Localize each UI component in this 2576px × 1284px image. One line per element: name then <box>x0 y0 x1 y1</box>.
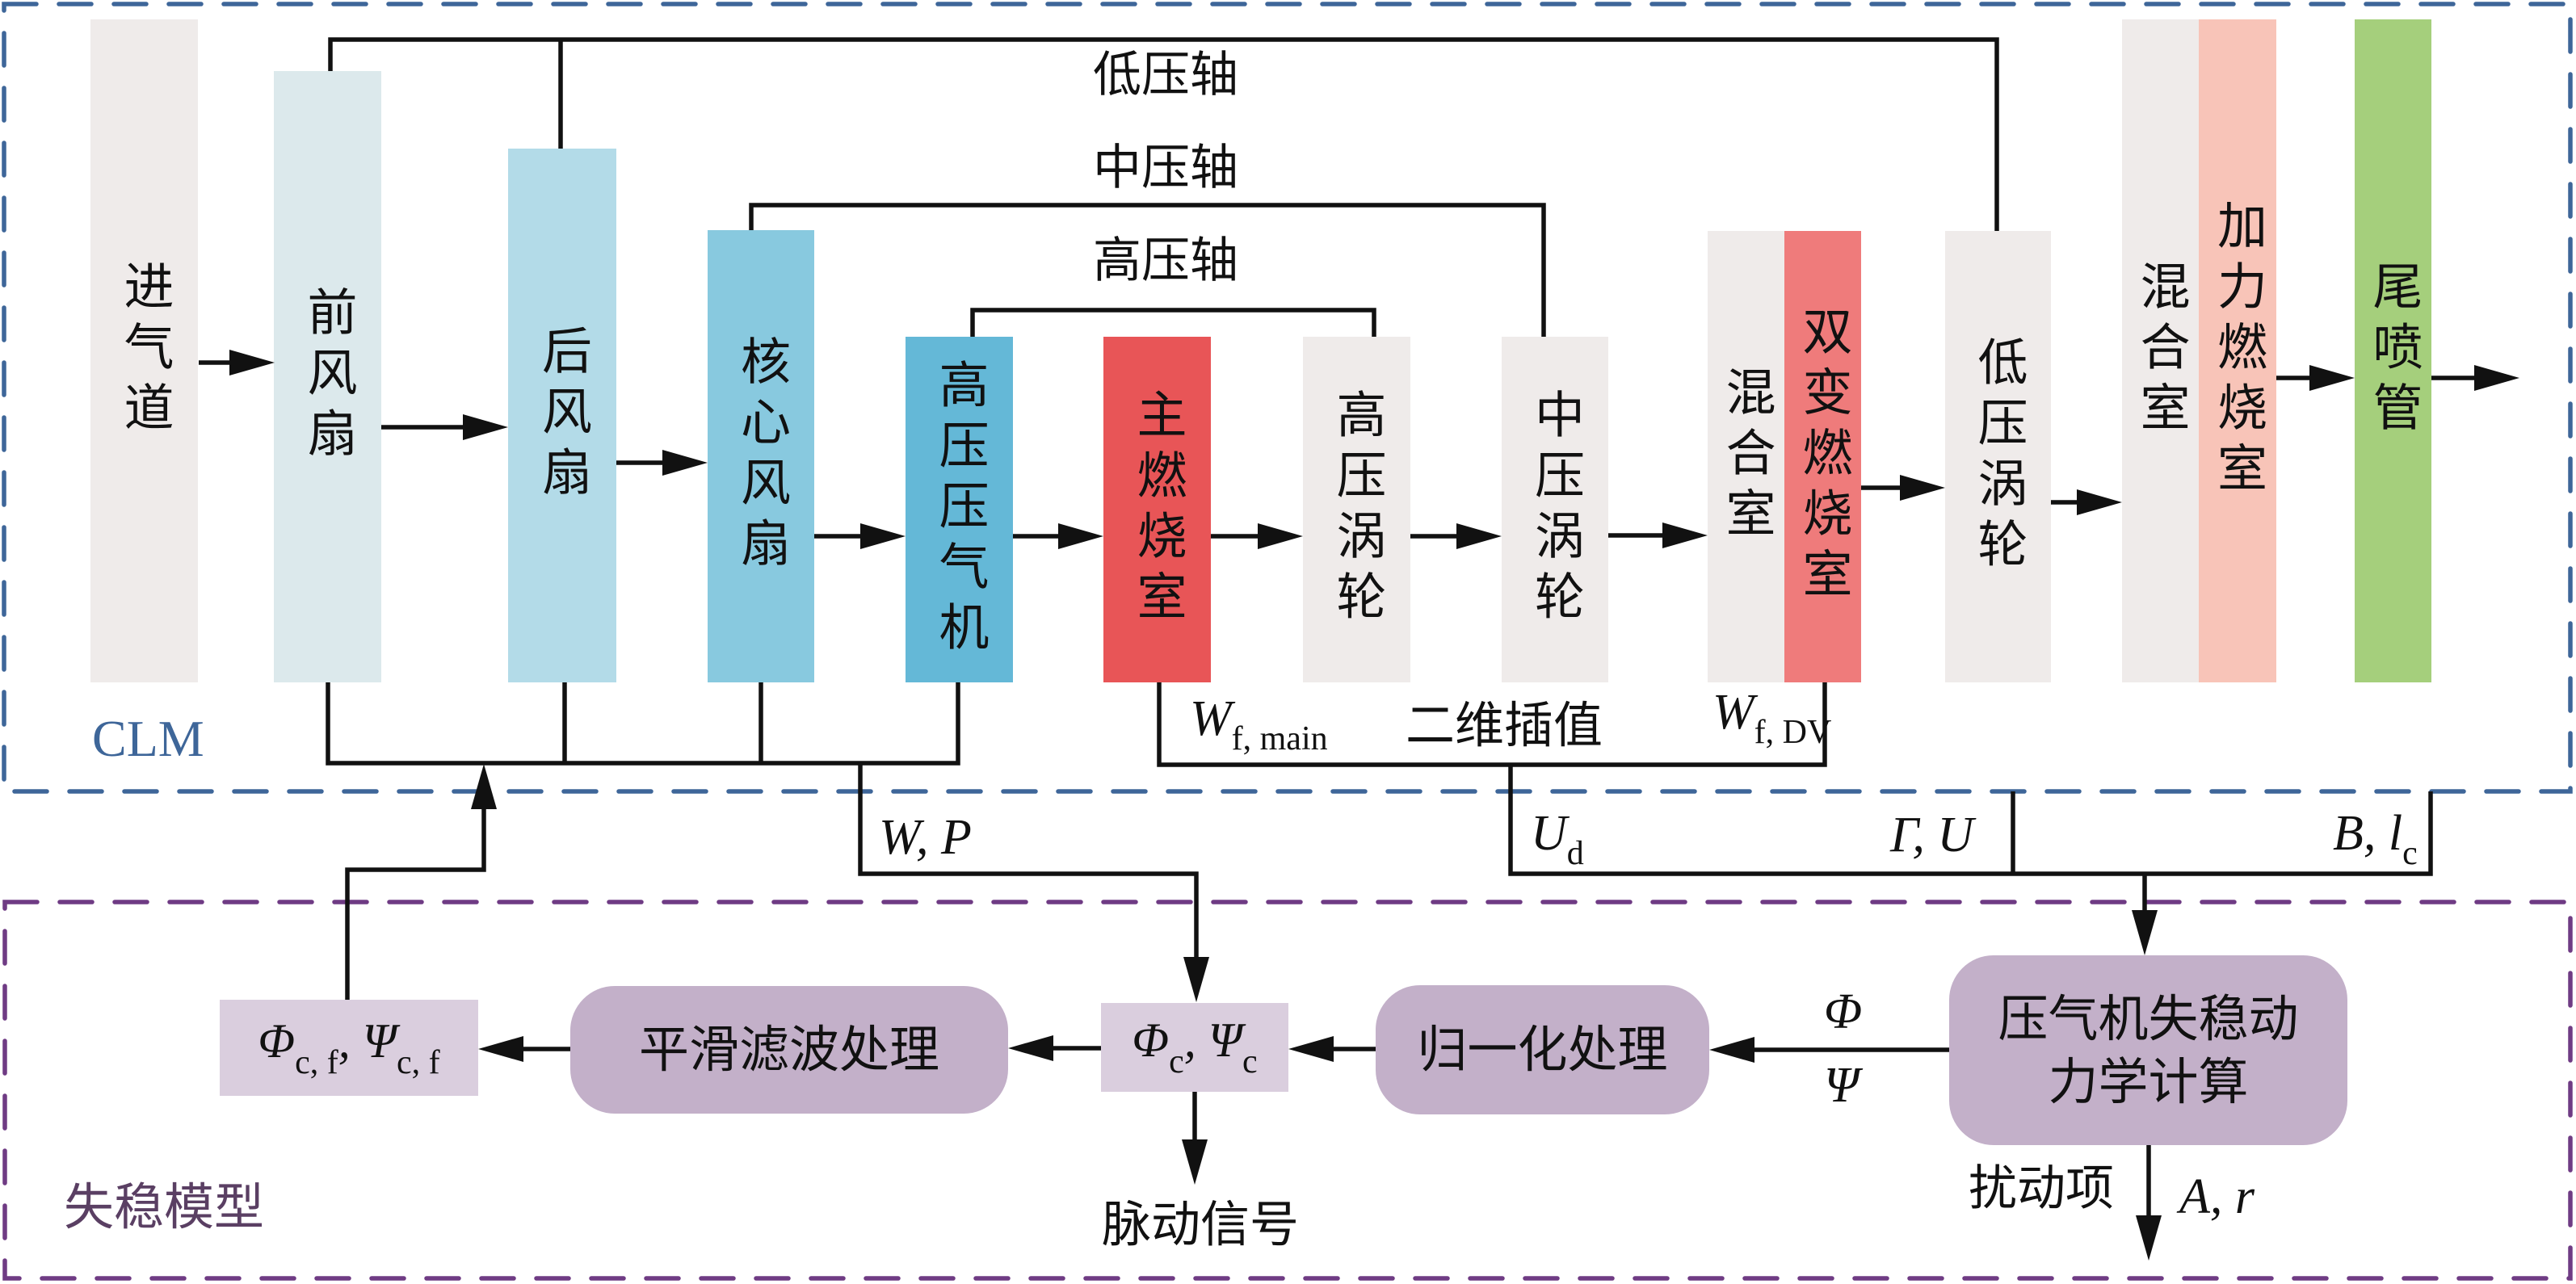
component-main-combustor: 主燃烧室 <box>1103 337 1211 682</box>
fuel-main-symbol: W <box>1190 691 1232 746</box>
component-inlet-label: 进气道 <box>115 260 174 442</box>
component-ip-turbine-label: 中压涡轮 <box>1526 388 1585 631</box>
component-core-fan-label: 核心风扇 <box>732 335 791 577</box>
ip-shaft-line <box>749 203 1546 337</box>
stall-dynamics-box: 压气机失稳动 力学计算 <box>1949 955 2347 1145</box>
fuel-main-label: Wf, main <box>1190 694 1328 756</box>
phi-subscript: c <box>1169 1043 1184 1080</box>
clm-region-label: CLM <box>92 710 204 767</box>
flow-pressure-signal-arrow <box>858 763 1209 1002</box>
interpolation-label: 二维插值 <box>1406 697 1603 754</box>
filtered-output-formula: Φc, f, Ψc, f <box>258 1017 439 1080</box>
component-lp-turbine-label: 低压涡轮 <box>1969 335 2028 578</box>
phi-label: Φ <box>1824 984 1863 1039</box>
b-lc-prefix: B, <box>2333 806 2389 861</box>
stall-dynamics-label-line-2: 力学计算 <box>2048 1051 2249 1111</box>
phi-symbol: Φ <box>258 1013 296 1068</box>
component-lp-turbine: 低压涡轮 <box>1945 231 2051 682</box>
gamma-u-label: Γ, U <box>1890 808 1974 862</box>
component-dual-variable-combustor-label: 双变燃烧室 <box>1793 305 1853 608</box>
psi-subscript: c <box>1242 1043 1258 1080</box>
psi-symbol: Ψ <box>1208 1013 1242 1067</box>
clm-boundary <box>2 2 2573 794</box>
fuel-dv-label: Wf, DV <box>1712 687 1831 749</box>
component-inlet: 进气道 <box>90 19 198 682</box>
phi-subscript: c, f <box>295 1043 338 1081</box>
component-hp-turbine: 高压涡轮 <box>1303 337 1410 682</box>
component-afterburner: 加力燃烧室 <box>2199 19 2276 682</box>
normalization-label: 归一化处理 <box>1417 1020 1668 1079</box>
component-hp-compressor-label: 高压压气机 <box>930 358 990 661</box>
stall-dynamics-label-line-1: 压气机失稳动 <box>1998 988 2299 1048</box>
separator: , <box>338 1013 363 1068</box>
separator: , <box>1183 1013 1208 1067</box>
disturbance-label: 扰动项 <box>1969 1160 2114 1217</box>
component-mixer-label: 混合室 <box>1717 366 1776 548</box>
stall-model-region-label: 失稳模型 <box>64 1177 265 1236</box>
compression-bus-line <box>326 682 960 766</box>
stall-model-boundary <box>2 900 2573 1281</box>
disturbance-vars-label: A, r <box>2179 1169 2255 1224</box>
duct-velocity-label: Ud <box>1531 808 1584 871</box>
pulsation-signal-label: 脉动信号 <box>1102 1196 1300 1253</box>
lp-shaft-label: 低压轴 <box>1093 47 1238 103</box>
fuel-dv-symbol: W <box>1712 685 1754 740</box>
filtered-output-box: Φc, f, Ψc, f <box>220 1000 478 1096</box>
raw-output-box: Φc, Ψc <box>1101 1003 1288 1092</box>
raw-output-formula: Φc, Ψc <box>1132 1016 1257 1079</box>
fuel-main-subscript: f, main <box>1231 720 1328 757</box>
fuel-interpolation-bus-line <box>1157 682 1827 767</box>
component-hp-compressor: 高压压气机 <box>906 337 1013 682</box>
component-nozzle: 尾喷管 <box>2355 19 2431 682</box>
smoothing-filter-box: 平滑滤波处理 <box>570 986 1008 1114</box>
phi-symbol: Φ <box>1132 1013 1170 1067</box>
psi-subscript: c, f <box>396 1043 440 1081</box>
wire-group <box>199 37 2519 1261</box>
b-lc-label: B, lc <box>2333 808 2418 871</box>
component-core-fan: 核心风扇 <box>708 230 814 682</box>
component-dual-variable-combustor: 双变燃烧室 <box>1784 231 1861 682</box>
smoothing-filter-label: 平滑滤波处理 <box>638 1020 939 1079</box>
fuel-dv-subscript: f, DV <box>1754 714 1832 751</box>
normalization-box: 归一化处理 <box>1376 985 1709 1114</box>
component-mixer: 混合室 <box>1708 231 1784 682</box>
component-afterburner-label: 加力燃烧室 <box>2208 199 2267 502</box>
component-nozzle-label: 尾喷管 <box>2364 260 2423 442</box>
component-hp-turbine-label: 高压涡轮 <box>1327 388 1387 631</box>
component-main-combustor-label: 主燃烧室 <box>1128 388 1187 631</box>
component-ip-turbine: 中压涡轮 <box>1502 337 1608 682</box>
ip-shaft-label: 中压轴 <box>1093 140 1238 196</box>
hp-shaft-line <box>970 308 1376 337</box>
component-mixer-2: 混合室 <box>2122 19 2199 682</box>
psi-label: Ψ <box>1824 1058 1860 1113</box>
duct-velocity-symbol: U <box>1531 806 1567 861</box>
component-rear-fan: 后风扇 <box>508 149 616 682</box>
component-front-fan-label: 前风扇 <box>298 286 358 468</box>
b-lc-subscript: c <box>2402 835 2418 872</box>
component-front-fan: 前风扇 <box>274 71 381 682</box>
feedback-to-clm-arrow <box>345 764 497 1000</box>
duct-velocity-subscript: d <box>1566 835 1584 872</box>
hp-shaft-label: 高压轴 <box>1093 233 1238 289</box>
stall-input-bus-line <box>1508 765 2433 876</box>
component-mixer-2-label: 混合室 <box>2131 260 2191 442</box>
flow-pressure-label: W, P <box>879 810 972 865</box>
psi-symbol: Ψ <box>362 1013 397 1068</box>
lp-shaft-line <box>328 37 1999 231</box>
component-rear-fan-label: 后风扇 <box>533 325 592 506</box>
b-lc-symbol: l <box>2388 806 2403 861</box>
